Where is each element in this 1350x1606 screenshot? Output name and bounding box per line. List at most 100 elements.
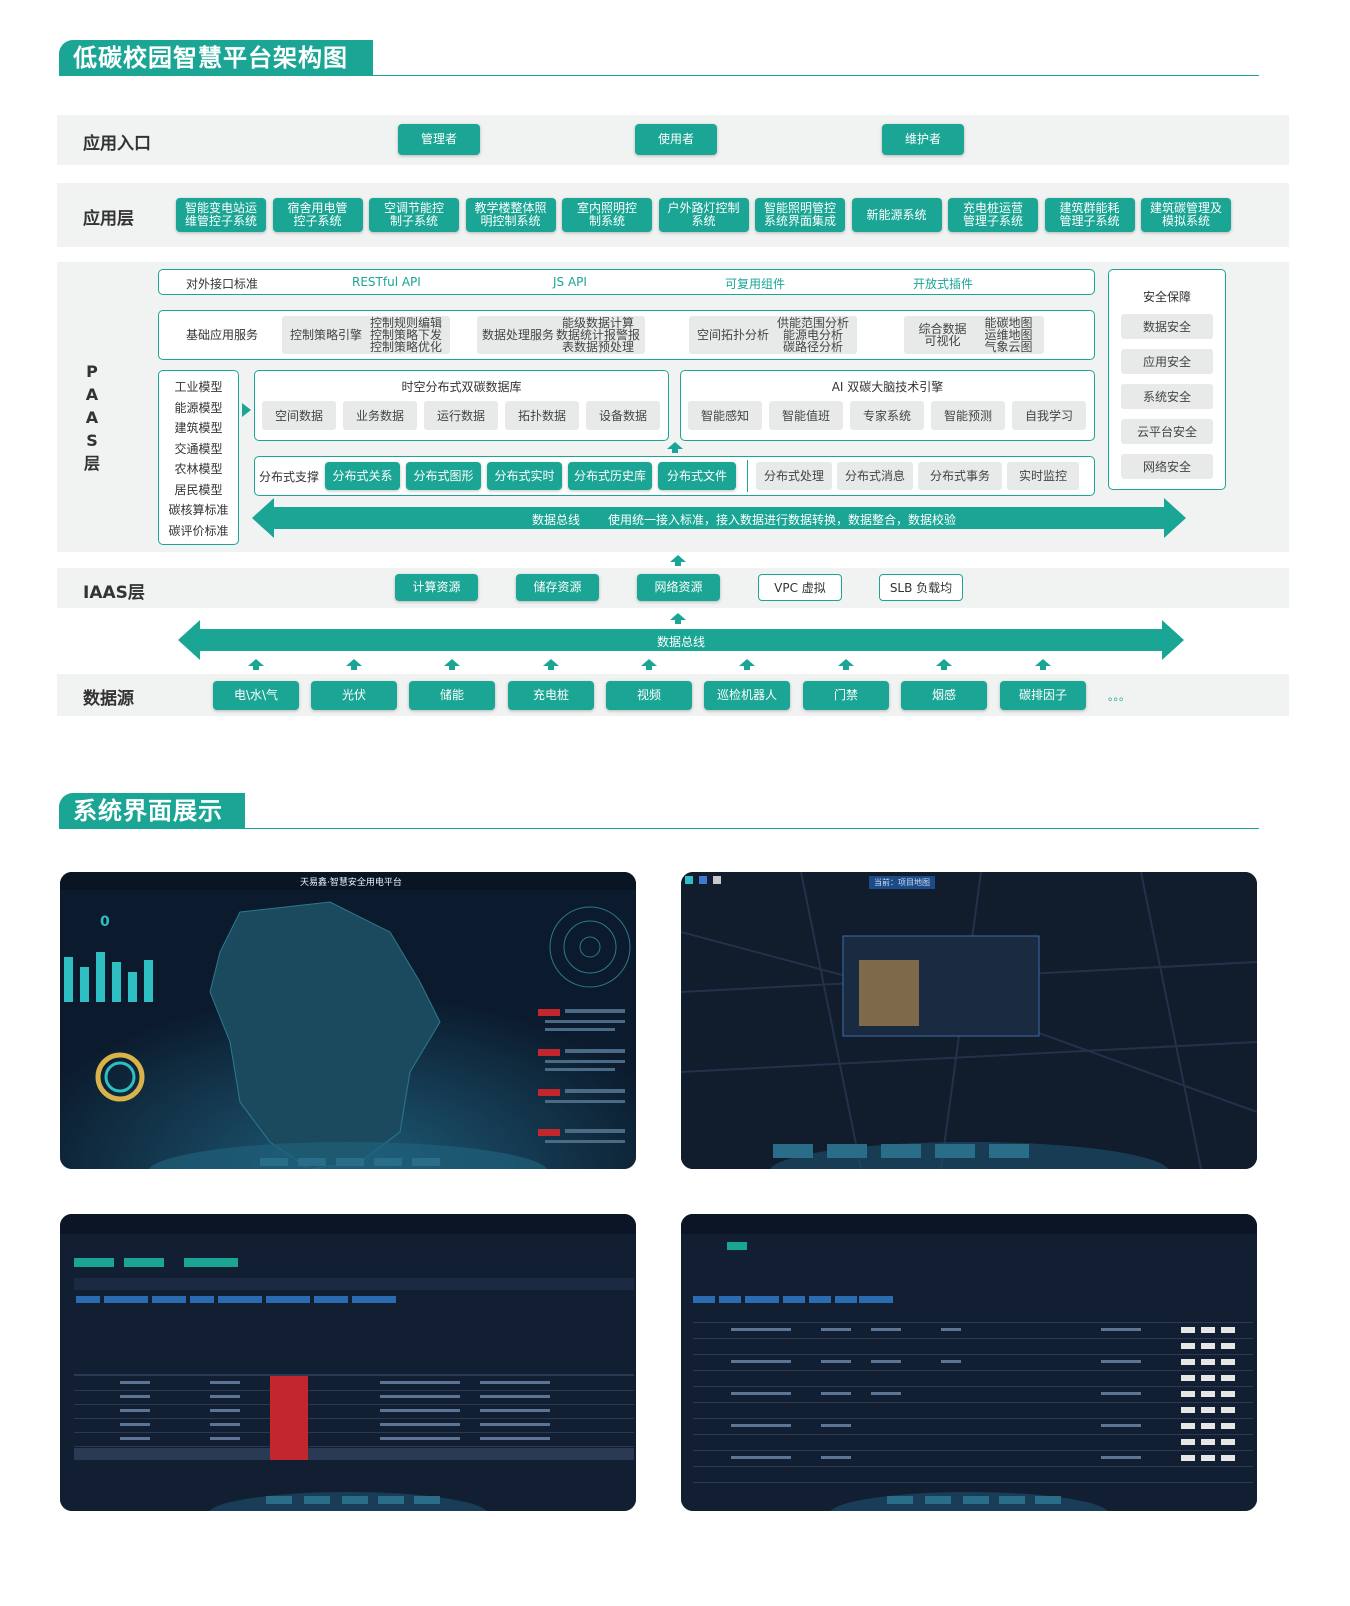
app-system-button[interactable]: 宿舍用电管控子系统 [272, 198, 363, 232]
app-button-line: 智能照明管控 [763, 201, 836, 215]
app-system-button[interactable]: 室内照明控制系统 [562, 198, 652, 232]
data-source-button[interactable]: 光伏 [311, 681, 397, 710]
screen2-tag: 当前：项目地图 [869, 876, 935, 889]
group-item: 控制规则编辑 [369, 316, 442, 330]
db-item: 设备数据 [586, 401, 660, 430]
db-item: 空间数据 [262, 401, 336, 430]
ai-item: 自我学习 [1012, 401, 1086, 430]
basic-service-group: 控制策略引擎控制规则编辑控制策略下发控制策略优化 [282, 316, 450, 354]
section-title-architecture: 低碳校园智慧平台架构图 [59, 40, 373, 76]
model-item: 碳评价标准 [168, 523, 229, 538]
iaas-resource: 网络资源 [637, 574, 720, 601]
model-item: 能源模型 [174, 400, 223, 415]
app-system-button[interactable]: 智能变电站运维管控子系统 [176, 198, 266, 232]
more-indicator: 。。。 [1108, 690, 1130, 703]
app-button-line: 控子系统 [293, 214, 342, 228]
iaas-outline-item: SLB 负载均 [879, 574, 963, 601]
section-title-screens: 系统界面展示 [59, 793, 245, 829]
iaas-outline-item: VPC 虚拟 [758, 574, 842, 601]
app-button-line: 管理子系统 [1059, 214, 1120, 228]
data-bus-arrow [252, 498, 1186, 538]
app-system-button[interactable]: 空调节能控制子系统 [369, 198, 459, 232]
data-source-button[interactable]: 电\水\气 [213, 681, 299, 710]
app-button-line: 建筑群能耗 [1059, 201, 1120, 215]
data-source-button[interactable]: 充电桩 [508, 681, 594, 710]
distributed-gray-item: 分布式消息 [837, 462, 913, 490]
interface-item: JS API [553, 275, 587, 289]
screenshot-safety-platform: 天易鑫·智慧安全用电平台 0 [60, 872, 636, 1169]
app-system-button[interactable]: 教学楼整体照明控制系统 [465, 198, 556, 232]
interface-item: 开放式插件 [913, 277, 974, 291]
arrow-up-icon [667, 442, 683, 453]
data-source-button[interactable]: 储能 [409, 681, 495, 710]
models-box [158, 370, 239, 545]
iaas-label: IAAS层 [83, 583, 145, 603]
model-item: 交通模型 [174, 441, 223, 456]
arrow-up-icon [1035, 659, 1051, 670]
ai-title: AI 双碳大脑技术引擎 [831, 380, 944, 394]
model-item: 农林模型 [174, 462, 223, 476]
entry-button[interactable]: 维护者 [882, 124, 964, 155]
db-item: 运行数据 [424, 401, 498, 430]
entry-button[interactable]: 使用者 [635, 124, 717, 155]
alarm-table-graphic [60, 1214, 636, 1511]
app-button-line: 制子系统 [389, 214, 438, 228]
arrow-right-icon [242, 403, 251, 417]
app-button-line: 系统 [691, 214, 716, 228]
app-system-button[interactable]: 充电桩运营管理子系统 [948, 198, 1038, 232]
group-item: 碳路径分析 [782, 340, 843, 354]
app-button-line: 维管控子系统 [184, 214, 257, 228]
db-item: 业务数据 [343, 401, 417, 430]
dist-title: 分布式支撑 [259, 470, 320, 484]
distributed-teal-item: 分布式文件 [658, 462, 736, 490]
app-button-line: 建筑碳管理及 [1149, 201, 1222, 215]
bus-label: 数据总线 [532, 513, 581, 527]
security-item: 应用安全 [1121, 349, 1213, 374]
group-item: 控制策略下发 [369, 328, 442, 342]
data-source-button[interactable]: 视频 [606, 681, 692, 710]
data-source-button[interactable]: 巡检机器人 [704, 681, 790, 710]
entry-label: 应用入口 [83, 134, 151, 154]
app-system-button[interactable]: 建筑群能耗管理子系统 [1044, 198, 1135, 232]
group-name: 空间拓扑分析 [696, 328, 769, 342]
data-bus-arrow-2 [178, 620, 1184, 660]
app-system-button[interactable]: 建筑碳管理及模拟系统 [1141, 198, 1231, 232]
distributed-gray-item: 分布式事务 [918, 462, 1002, 490]
group-item: 数据统计报警报 [555, 328, 640, 342]
model-item: 工业模型 [174, 380, 223, 394]
bus2-label: 数据总线 [656, 635, 705, 649]
ai-item: 专家系统 [850, 401, 924, 430]
security-item: 云平台安全 [1121, 419, 1213, 444]
device-table-graphic [681, 1214, 1257, 1511]
data-source-button[interactable]: 门禁 [803, 681, 889, 710]
ai-item: 智能预测 [931, 401, 1005, 430]
screen1-title: 天易鑫·智慧安全用电平台 [300, 878, 402, 888]
arrow-up-icon [739, 659, 755, 670]
ai-item: 智能值班 [769, 401, 843, 430]
iaas-resource: 计算资源 [395, 574, 478, 601]
paas-label-char: A [85, 408, 99, 427]
arrow-up-icon [936, 659, 952, 670]
iaas-resource: 储存资源 [516, 574, 599, 601]
dashboard-map-graphic [60, 872, 636, 1169]
source-label: 数据源 [83, 689, 134, 709]
db-title: 时空分布式双碳数据库 [401, 380, 522, 394]
group-item: 能源电分析 [782, 328, 843, 342]
interface-title: 对外接口标准 [186, 277, 259, 291]
app-system-button[interactable]: 新能源系统 [851, 198, 942, 232]
paas-label-char: 层 [84, 454, 101, 473]
app-system-button[interactable]: 户外路灯控制系统 [658, 198, 749, 232]
group-item: 供能范围分析 [776, 316, 849, 330]
arrow-up-icon [838, 659, 854, 670]
model-item: 建筑模型 [174, 421, 223, 435]
group-item: 控制策略优化 [369, 340, 442, 354]
model-item: 碳核算标准 [168, 503, 229, 517]
app-system-button[interactable]: 智能照明管控系统界面集成 [755, 198, 845, 232]
data-source-button[interactable]: 碳排因子 [1000, 681, 1086, 710]
arrow-up-icon [444, 659, 460, 670]
section-underline [59, 75, 1259, 76]
arrow-up-icon [346, 659, 362, 670]
data-source-button[interactable]: 烟感 [901, 681, 987, 710]
app-button-line: 户外路灯控制 [667, 201, 740, 215]
entry-button[interactable]: 管理者 [398, 124, 480, 155]
